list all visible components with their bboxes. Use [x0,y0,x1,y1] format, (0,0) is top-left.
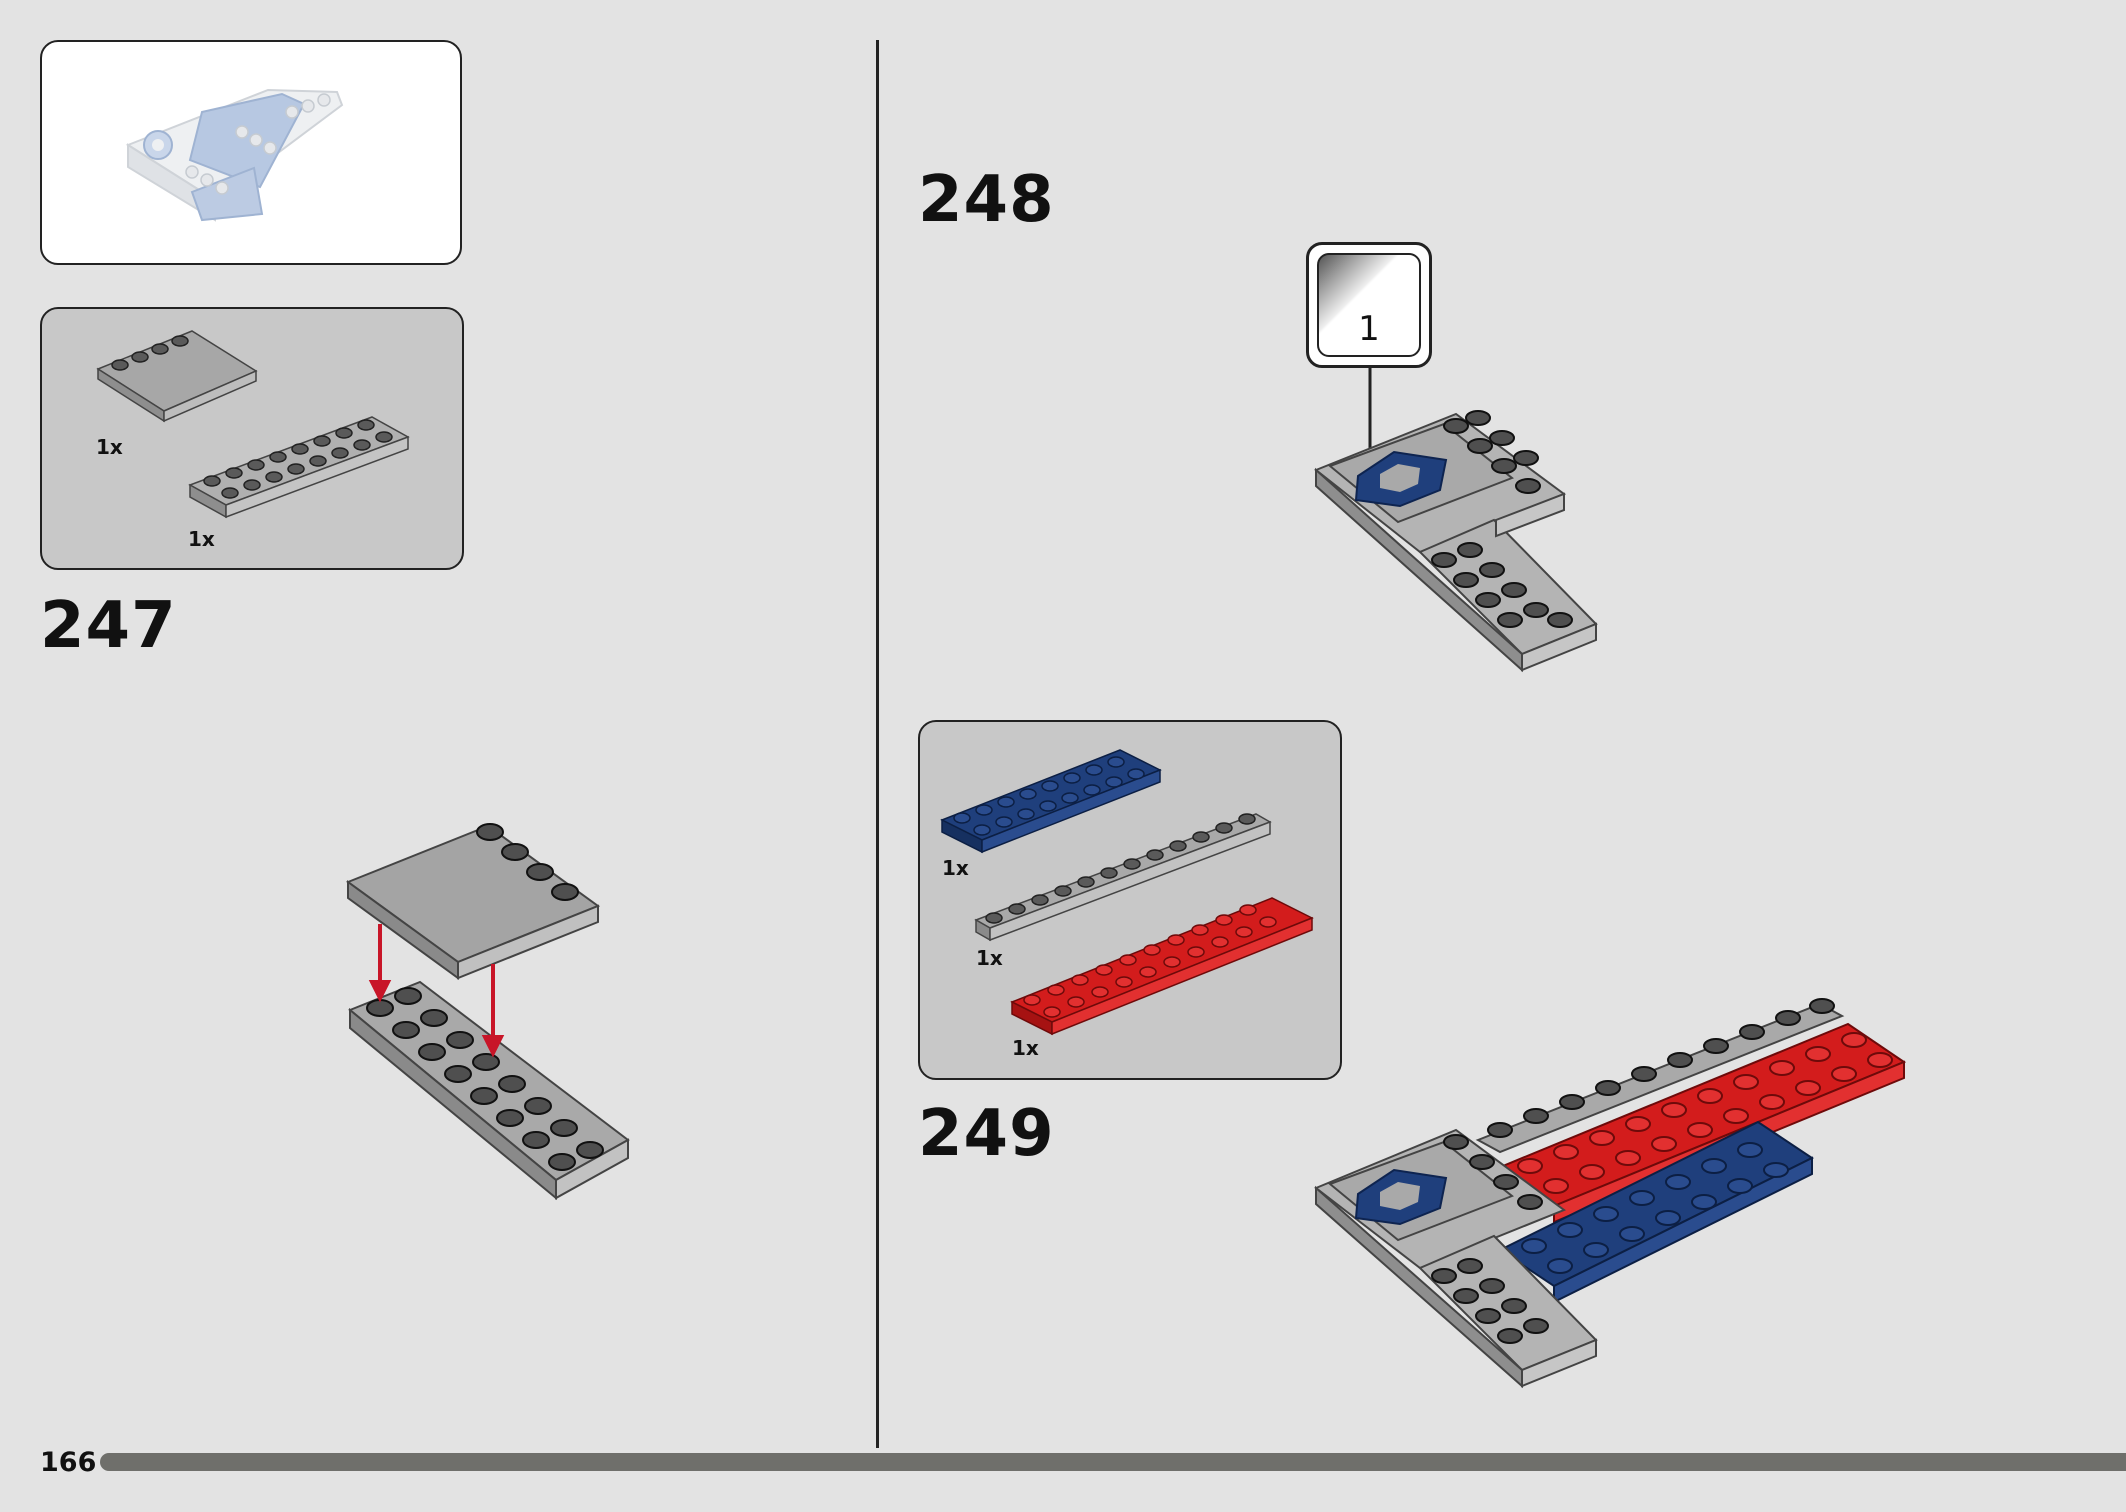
part-gray-plate-1x12 [974,813,1272,942]
step-number: 247 [40,589,177,663]
part-red-plate-2x10 [1010,897,1314,1036]
part-quantity: 1x [96,435,123,459]
part-quantity: 1x [188,527,215,551]
page-divider [876,40,879,1448]
step-number: 249 [918,1097,1055,1171]
sticker-number: 1 [1358,309,1380,349]
page-progress-bar [100,1453,2126,1471]
part-gray-plate-2x8 [188,416,410,519]
page-number: 166 [40,1447,97,1478]
sticker-icon [1317,253,1421,357]
model-preview-illustration [125,88,344,222]
assembly-arrow [368,924,505,1058]
parts-list-step-249: 1x 1x 1x [918,720,1342,1080]
model-preview-box [40,40,462,265]
part-quantity: 1x [942,856,969,880]
part-gray-tile [96,330,258,423]
parts-list-step-247: 1x 1x [40,307,464,570]
part-quantity: 1x [1012,1036,1039,1060]
part-quantity: 1x [976,946,1003,970]
step-number: 248 [918,163,1055,237]
part-blue-plate-2x8 [940,749,1162,854]
sticker-callout: 1 [1306,242,1432,368]
